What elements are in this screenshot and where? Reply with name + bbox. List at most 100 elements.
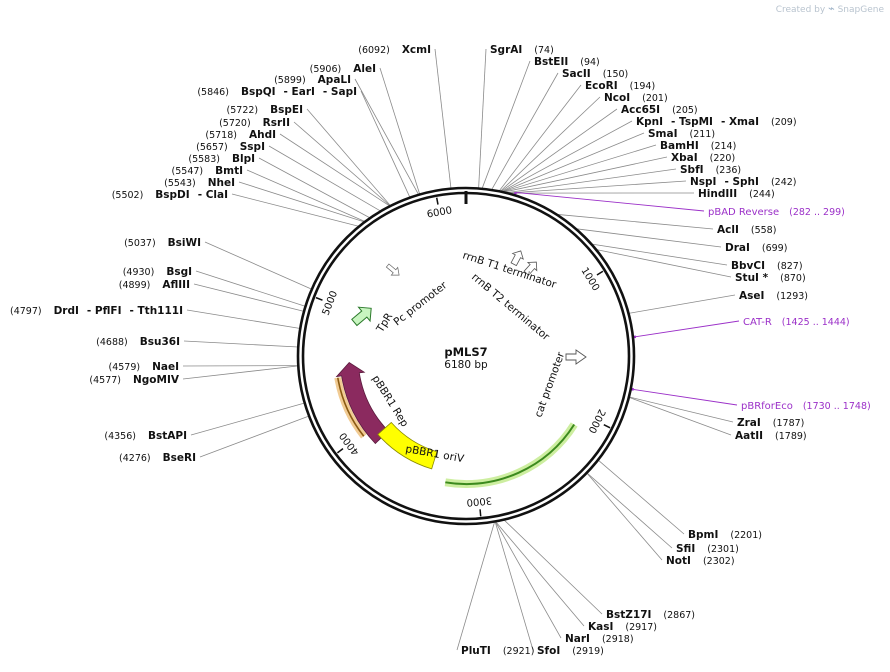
site-enzyme: SfiI bbox=[676, 543, 695, 555]
site-label[interactable]: XcmI (6092) bbox=[358, 44, 431, 56]
site-label[interactable]: NcoI(201) bbox=[604, 92, 668, 104]
site-label[interactable]: XbaI(220) bbox=[671, 152, 735, 164]
site-position: (2921) bbox=[503, 646, 535, 657]
site-label[interactable]: SspI(5657) bbox=[196, 141, 265, 153]
primer-name: pBRforEco bbox=[741, 401, 793, 412]
site-label[interactable]: Bsu36I(4688) bbox=[96, 336, 180, 348]
site-enzyme: NspI bbox=[690, 176, 716, 188]
site-label[interactable]: KpnI- TspMI- XmaI(209) bbox=[636, 116, 797, 128]
site-position: (209) bbox=[771, 117, 797, 128]
site-label[interactable]: BmtI(5547) bbox=[172, 165, 243, 177]
site-enzyme: XcmI bbox=[402, 44, 431, 56]
site-labels: SgrAI(74)BstEII(94)SacII(150)EcoRI(194)N… bbox=[10, 44, 871, 657]
site-label[interactable]: BstAPI(4356) bbox=[104, 430, 187, 442]
site-label[interactable]: NspI- SphI(242) bbox=[690, 176, 797, 188]
ruler-tick bbox=[597, 271, 603, 275]
ruler-tick bbox=[316, 298, 323, 301]
site-enzyme: BamHI bbox=[660, 140, 699, 152]
primer-leader bbox=[636, 321, 739, 337]
tpr-label: TpR bbox=[374, 311, 396, 335]
site-enzyme: - XmaI bbox=[721, 116, 759, 128]
site-label[interactable]: BpmI(2201) bbox=[688, 529, 762, 541]
site-leader bbox=[280, 134, 390, 206]
site-enzyme: - EarI bbox=[284, 86, 315, 98]
pc-promoter-label: Pc promoter bbox=[391, 279, 449, 328]
site-enzyme: BsgI bbox=[166, 266, 192, 278]
site-leader bbox=[191, 403, 305, 435]
site-label[interactable]: BspEI(5722) bbox=[227, 104, 303, 116]
primer-label[interactable]: pBAD Reverse(282 .. 299) bbox=[708, 207, 845, 218]
site-label[interactable]: SbfI(236) bbox=[680, 164, 741, 176]
site-position: (5720) bbox=[219, 118, 251, 129]
site-label[interactable]: AseI(1293) bbox=[739, 290, 808, 302]
site-position: (827) bbox=[777, 261, 803, 272]
site-label[interactable]: BamHI(214) bbox=[660, 140, 736, 152]
site-label[interactable]: HindIII(244) bbox=[698, 188, 775, 200]
site-leader bbox=[629, 397, 731, 435]
site-label[interactable]: SmaI(211) bbox=[648, 128, 715, 140]
site-position: (1293) bbox=[776, 291, 808, 302]
site-position: (1787) bbox=[773, 418, 805, 429]
site-leader bbox=[495, 522, 533, 651]
site-enzyme: DraI bbox=[725, 242, 750, 254]
cat-promoter-label: cat promoter bbox=[533, 350, 568, 419]
site-leader bbox=[200, 416, 309, 457]
site-label[interactable]: ZraI(1787) bbox=[737, 417, 804, 429]
site-position: (4899) bbox=[119, 280, 151, 291]
site-label[interactable]: RsrII(5720) bbox=[219, 117, 290, 129]
site-label[interactable]: BlpI(5583) bbox=[188, 153, 255, 165]
site-label[interactable]: SacII(150) bbox=[562, 68, 628, 80]
site-label[interactable]: EcoRI(194) bbox=[585, 80, 655, 92]
site-position: (558) bbox=[751, 225, 777, 236]
site-position: (4577) bbox=[89, 375, 121, 386]
site-enzyme: AleI bbox=[353, 63, 376, 75]
pc-promoter-arrow-icon[interactable] bbox=[349, 301, 377, 329]
site-label[interactable]: BbvCI(827) bbox=[731, 260, 803, 272]
site-label[interactable]: NgoMIV(4577) bbox=[89, 374, 179, 386]
site-enzyme: NcoI bbox=[604, 92, 630, 104]
site-label[interactable]: SfiI(2301) bbox=[676, 543, 739, 555]
site-leader bbox=[507, 181, 686, 193]
site-label[interactable]: AhdI(5718) bbox=[205, 129, 276, 141]
site-label[interactable]: BseRI(4276) bbox=[119, 452, 196, 464]
site-label[interactable]: BstZ17I(2867) bbox=[606, 609, 695, 621]
site-position: (4356) bbox=[104, 431, 136, 442]
site-leader bbox=[183, 366, 298, 379]
site-label[interactable]: NarI(2918) bbox=[565, 633, 634, 645]
ruler-tick bbox=[604, 425, 610, 428]
site-label[interactable]: NheI(5543) bbox=[164, 177, 235, 189]
site-label[interactable]: SgrAI(74) bbox=[490, 44, 554, 56]
site-enzyme: - PflFI bbox=[87, 305, 122, 317]
site-label[interactable]: AclI(558) bbox=[717, 224, 776, 236]
site-enzyme: SmaI bbox=[648, 128, 678, 140]
primer-label[interactable]: pBRforEco(1730 .. 1748) bbox=[741, 401, 871, 412]
site-label[interactable]: NaeI(4579) bbox=[109, 361, 180, 373]
site-label[interactable]: Acc65I(205) bbox=[621, 104, 698, 116]
site-enzyme: BmtI bbox=[215, 165, 243, 177]
site-enzyme: - SapI bbox=[323, 86, 357, 98]
site-label[interactable]: BsiWI(5037) bbox=[124, 237, 201, 249]
site-leader bbox=[239, 182, 365, 222]
site-label[interactable]: KasI(2917) bbox=[588, 621, 657, 633]
site-label[interactable]: NotI(2302) bbox=[666, 555, 735, 567]
site-position: (4930) bbox=[123, 267, 155, 278]
site-label[interactable]: BsgI (4930) bbox=[123, 266, 192, 278]
site-position: (6092) bbox=[358, 45, 390, 56]
site-enzyme: BspDI bbox=[155, 189, 189, 201]
site-label[interactable]: AflIII(4899) bbox=[119, 279, 190, 291]
site-label[interactable]: ApaLI(5899) bbox=[274, 74, 351, 86]
site-label[interactable]: DraI(699) bbox=[725, 242, 787, 254]
site-label[interactable]: SfoI(2919) bbox=[537, 645, 604, 657]
site-label[interactable]: BstEII(94) bbox=[534, 56, 600, 68]
site-label[interactable]: AatII(1789) bbox=[735, 430, 807, 442]
site-label[interactable]: StuI *(870) bbox=[735, 272, 806, 284]
site-label[interactable]: PluTI(2921) bbox=[461, 645, 534, 657]
site-leader bbox=[596, 250, 731, 278]
site-enzyme: BlpI bbox=[232, 153, 255, 165]
cat-promoter-arrow-icon[interactable] bbox=[566, 350, 586, 364]
primer-label[interactable]: CAT-R(1425 .. 1444) bbox=[743, 317, 850, 328]
site-leader bbox=[591, 244, 727, 265]
